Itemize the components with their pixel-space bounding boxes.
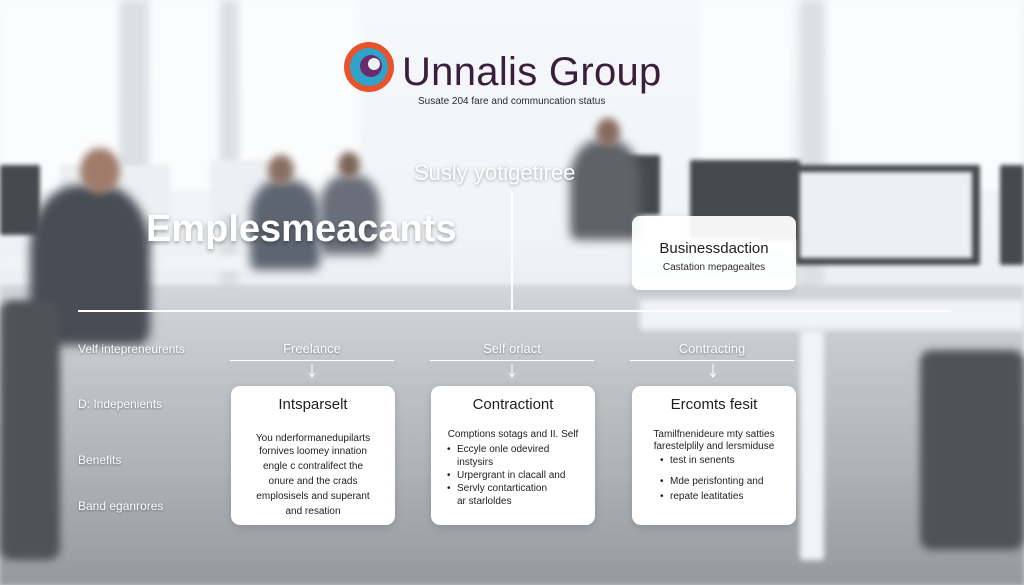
list-item: Eccyle onle odevired [431,443,595,456]
card-body-line: You nderformanedupilarts [255,433,371,444]
column-divider [430,360,594,361]
card-body-line: emplosisels and superant [256,491,370,502]
list-item-continuation: instysirs [431,456,595,469]
connector-horizontal [78,310,951,312]
column-divider [630,360,794,361]
column-header-self-contract: Self orlact [483,341,541,356]
card-bullet-list: test in senents Mde perisfonting and rep… [632,454,796,503]
card-bullet-list: Eccyle onle odevired instysirs Urpergran… [431,443,595,508]
brand-logo-icon [344,42,394,92]
card-body-line: onure and the crads [268,476,358,487]
diagram-subheading: Susly yotigetiree [414,160,576,185]
list-item: Mde perisfonting and [632,475,796,488]
card-body: You nderformanedupilarts fornives loomey… [239,431,387,519]
list-item-text: ar starloldes [457,496,512,507]
list-item: Servly contartication [431,482,595,495]
business-action-card: Businessdaction Castation mepagealtes [632,216,796,290]
contract-card: Contractiont Comptions sotags and II. Se… [431,386,595,525]
brand-name: Unnalis Group [402,50,662,94]
card-body-line: fornives loomey innation [259,446,367,457]
connector-vertical [511,193,513,311]
business-action-title: Businessdaction [659,240,769,257]
freelance-card: Intsparselt You nderformanedupilarts for… [231,386,395,525]
brand-tagline: Susate 204 fare and communcation status [418,96,606,107]
column-header-freelance: Freelance [283,341,341,356]
list-item: test in senents [632,454,796,467]
card-title: Contractiont [472,396,554,413]
contracting-card: Ercomts fesit Tamilfnenideure mty sattie… [632,386,796,525]
arrow-down-icon [508,364,516,378]
arrow-down-icon [308,364,316,378]
row-label: Velf intepreneurents [78,342,185,356]
list-item-continuation: ar starloldes [431,495,595,508]
business-action-subtitle: Castation mepagealtes [662,262,766,273]
column-header-contracting: Contracting [678,341,746,356]
column-divider [230,360,394,361]
row-label: Benefits [78,453,122,467]
card-body-line: and resation [285,506,341,517]
card-intro: Tamilfnenideure mty satties farestelplil… [653,429,775,452]
list-item: Urpergrant in clacall and [431,469,595,482]
card-intro: Comptions sotags and II. Self [447,429,579,440]
card-body-line: engle c contralifect the [262,461,364,472]
diagram-title: Emplesmeacants [146,208,457,250]
card-title: Ercomts fesit [670,396,758,413]
row-label: D: Indepenients [78,397,163,411]
list-item: repate leatitaties [632,490,796,503]
row-label: Band eganrores [78,499,164,513]
card-title: Intsparselt [278,396,348,413]
arrow-down-icon [709,364,717,378]
list-item-text: instysirs [457,457,494,468]
